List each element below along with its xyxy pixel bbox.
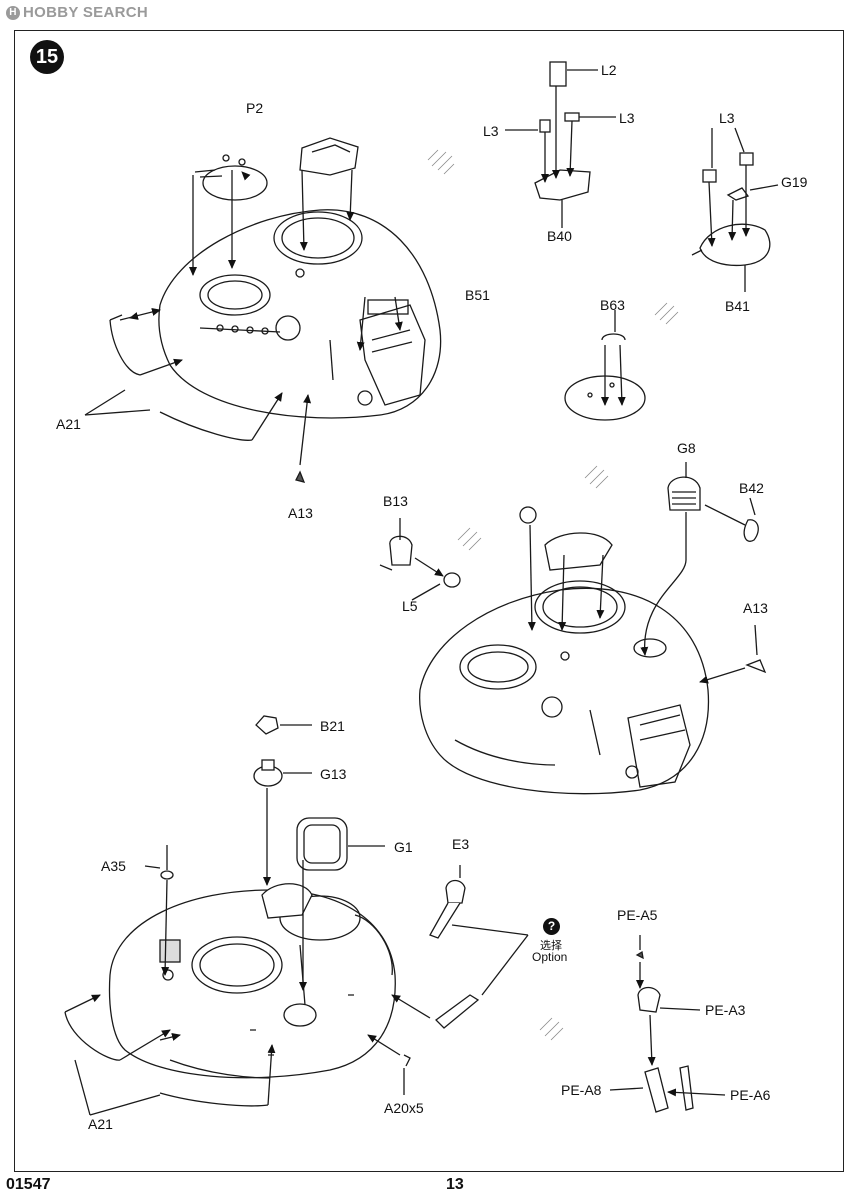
label-pe-a6: PE-A6 <box>730 1087 771 1103</box>
part-latch-mid <box>519 506 537 631</box>
handrail-a21-left <box>109 319 141 376</box>
turret-middle-right <box>419 532 710 795</box>
label-a20x5: A20x5 <box>384 1100 424 1116</box>
handrail-a21-lower <box>159 411 253 441</box>
turret-bottom-left <box>108 883 396 1079</box>
watermark-text: HOBBY SEARCH <box>23 4 149 21</box>
label-b13: B13 <box>383 493 408 509</box>
label-g19: G19 <box>781 174 808 190</box>
option-question-icon: ? <box>543 918 560 935</box>
hatch-marks <box>427 149 679 1041</box>
handrail-bottom-lower <box>159 1092 269 1107</box>
label-l3: L3 <box>483 123 499 139</box>
label-l5: L5 <box>402 598 418 614</box>
part-e3 <box>391 865 529 1029</box>
label-a13-mid: A13 <box>743 600 768 616</box>
label-b63: B63 <box>600 297 625 313</box>
label-b21: B21 <box>320 718 345 734</box>
option-label-en: Option <box>532 950 568 964</box>
part-a35 <box>144 845 174 976</box>
label-b41: B41 <box>725 298 750 314</box>
label-g8: G8 <box>677 440 696 456</box>
label-pe-a5: PE-A5 <box>617 907 658 923</box>
subassembly-b41 <box>691 127 779 292</box>
page-number: 13 <box>446 1176 464 1193</box>
label-b40: B40 <box>547 228 572 244</box>
pe-parts <box>609 935 726 1113</box>
label-b42: B42 <box>739 480 764 496</box>
turret-top-left <box>158 209 442 419</box>
label-a21: A21 <box>56 416 81 432</box>
subassembly-b63 <box>564 310 646 421</box>
step-number-badge: 15 <box>30 40 64 74</box>
label-l3: L3 <box>719 110 735 126</box>
label-e3: E3 <box>452 836 470 852</box>
product-code: 01547 <box>6 1176 51 1193</box>
option-label-cn: 选择 <box>540 940 562 952</box>
instruction-frame <box>14 30 844 1172</box>
label-p2: P2 <box>246 100 264 116</box>
label-l2: L2 <box>601 62 617 78</box>
part-g1 <box>296 817 385 991</box>
watermark-logo: H <box>6 5 20 20</box>
label-pe-a8: PE-A8 <box>561 1082 602 1098</box>
part-g8 <box>640 462 701 656</box>
part-a13 <box>295 470 306 483</box>
parts-b21-g13 <box>253 715 312 886</box>
label-l3: L3 <box>619 110 635 126</box>
part-a20 <box>403 1054 411 1067</box>
part-cupola-top-left <box>299 137 359 176</box>
label-b51: B51 <box>465 287 490 303</box>
label-a21-bottom: A21 <box>88 1116 113 1132</box>
subassembly-b40 <box>505 61 616 228</box>
handrail-bottom-left <box>64 1011 121 1061</box>
label-a35: A35 <box>101 858 126 874</box>
watermark: H HOBBY SEARCH <box>6 4 148 21</box>
label-g1: G1 <box>394 839 413 855</box>
part-a13-mid <box>745 659 767 674</box>
part-p2-hatch <box>194 154 268 201</box>
label-g13: G13 <box>320 766 347 782</box>
label-a13: A13 <box>288 505 313 521</box>
label-pe-a3: PE-A3 <box>705 1002 746 1018</box>
part-b42 <box>743 519 759 542</box>
part-b13 <box>379 518 461 601</box>
